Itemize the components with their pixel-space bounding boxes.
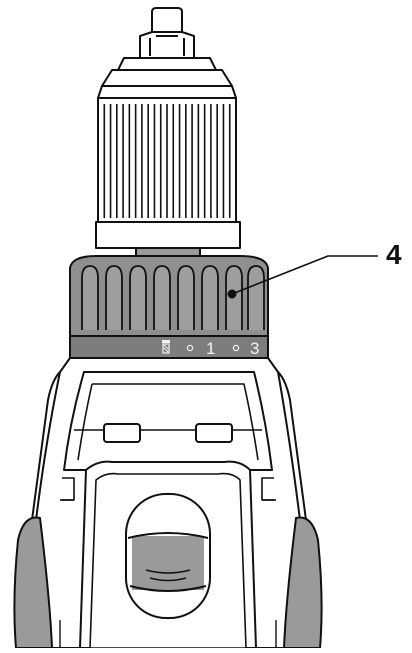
drill-bit-icon xyxy=(162,340,170,354)
scale-label-3: 3 xyxy=(250,339,259,358)
grip-pad-right xyxy=(283,516,323,649)
scale-dot-2 xyxy=(232,344,240,352)
grip-pad-left xyxy=(13,516,53,649)
callout-number: 4 xyxy=(386,239,402,270)
callout-dot xyxy=(227,289,237,299)
torque-ring-scale: 1 3 xyxy=(162,339,259,358)
ring-grip-rib xyxy=(81,265,99,330)
ring-grip-rib xyxy=(247,265,265,330)
scale-label-1: 1 xyxy=(206,339,215,358)
sleeve-band xyxy=(95,221,241,249)
ring-grip-rib xyxy=(177,265,195,330)
ring-grip-rib xyxy=(129,265,147,330)
reversing-switch xyxy=(125,493,211,619)
chuck-sleeve xyxy=(97,97,237,223)
torque-adjusting-ring xyxy=(69,255,269,359)
ring-grip-rib xyxy=(201,265,219,330)
chuck-collar xyxy=(97,57,237,99)
callout-leader-line xyxy=(231,255,378,295)
ring-grip-rib xyxy=(105,265,123,330)
ring-grip-rib xyxy=(153,265,171,330)
vent-left xyxy=(103,423,141,443)
scale-dot-1 xyxy=(186,344,194,352)
bit-holder xyxy=(139,7,195,59)
vent-right xyxy=(195,423,233,443)
